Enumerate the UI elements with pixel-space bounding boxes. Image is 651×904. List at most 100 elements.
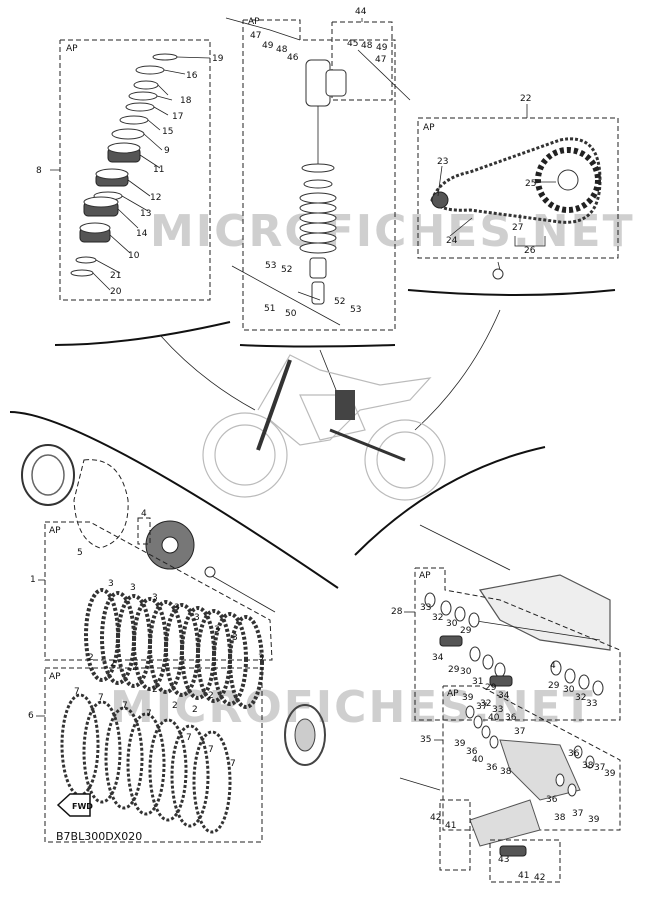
callout-52: 52 [281, 265, 292, 275]
callout-36b: 36 [466, 747, 478, 757]
callout-3c: 3 [152, 593, 158, 603]
callout-2b: 2 [110, 659, 116, 669]
callout-7c: 7 [122, 701, 128, 711]
callout-25: 25 [525, 179, 536, 189]
rod-bolt-box [439, 799, 471, 871]
callout-3d: 3 [174, 603, 180, 613]
callout-39a: 39 [462, 693, 474, 703]
divider-top-left [54, 321, 231, 346]
callout-47b: 47 [375, 55, 386, 65]
divider-left [9, 411, 339, 589]
callout-39d: 39 [588, 815, 600, 825]
callout-34a: 34 [432, 653, 444, 663]
callout-9: 9 [164, 146, 170, 156]
callout-12: 12 [150, 193, 161, 203]
callout-28: 28 [391, 607, 403, 617]
drive-chain-box [417, 117, 619, 259]
callout-31: 31 [472, 677, 483, 687]
callout-35: 35 [420, 735, 431, 745]
linkage-bearings [465, 705, 595, 797]
callout-37b: 37 [514, 727, 525, 737]
callout-2e: 2 [172, 701, 178, 711]
callout-48: 48 [276, 45, 288, 55]
callout-53b: 53 [350, 305, 361, 315]
callout-2d: 2 [152, 685, 158, 695]
motorcycle-illustration [202, 354, 446, 501]
plate-kit-box [44, 667, 263, 843]
callout-36c: 36 [486, 763, 498, 773]
callout-30c: 30 [563, 685, 575, 695]
callout-6: 6 [28, 711, 34, 721]
callout-40a: 40 [488, 713, 500, 723]
callout-38c: 38 [554, 813, 566, 823]
callout-38a: 38 [500, 767, 512, 777]
callout-32b: 32 [480, 699, 491, 709]
shock-spring [299, 192, 337, 254]
swingarm [478, 574, 611, 651]
shock-absorber [299, 59, 347, 305]
callout-32c: 32 [575, 693, 586, 703]
callout-33c: 33 [586, 699, 597, 709]
callout-43: 43 [498, 855, 509, 865]
callout-3b: 3 [130, 583, 136, 593]
callout-46: 46 [287, 53, 299, 63]
callout-3f: 3 [214, 625, 220, 635]
rear-shock-group: AP 44 47 49 48 46 45 48 [225, 7, 411, 331]
callout-7a: 7 [74, 687, 80, 697]
callout-51: 51 [264, 304, 275, 314]
clutch-boss [284, 704, 326, 766]
fork-seal-stack [70, 53, 178, 277]
callout-40b: 40 [472, 755, 484, 765]
callout-32a: 32 [432, 613, 443, 623]
callout-5: 5 [77, 548, 83, 558]
callout-7d: 7 [146, 709, 152, 719]
friction-plates [84, 588, 264, 709]
callout-29a: 29 [460, 626, 472, 636]
callout-37a: 37 [476, 702, 487, 712]
callout-13: 13 [140, 209, 151, 219]
callout-14: 14 [136, 229, 148, 239]
divider-right [354, 446, 546, 556]
front-fork-highlight [256, 359, 292, 451]
divider-top-right [407, 289, 616, 296]
callout-49b: 49 [376, 43, 388, 53]
callout-53: 53 [265, 261, 276, 271]
callout-52b: 52 [334, 297, 345, 307]
callout-27: 27 [512, 223, 523, 233]
callout-42a: 42 [430, 813, 441, 823]
linkage-kit-box [442, 685, 621, 831]
drive-chain [430, 137, 602, 224]
callout-41a: 41 [445, 821, 456, 831]
callout-2f: 2 [192, 705, 198, 715]
swingarm-bearings [424, 592, 604, 696]
swingarm-group: AP 28 33 32 30 29 34 29 30 31 29 34 32 3… [391, 524, 621, 883]
clutch-group: 5 4 AP 1 3 3 3 3 3 3 3 3 [21, 444, 326, 843]
callout-10: 10 [128, 251, 140, 261]
divider-top-mid [239, 344, 396, 348]
watermark-bottom: MICROFICHES.NET [110, 682, 595, 733]
friction-kit-box [44, 521, 273, 661]
callout-23: 23 [437, 157, 448, 167]
callout-50: 50 [285, 309, 297, 319]
callout-3g: 3 [232, 633, 238, 643]
callout-1: 1 [30, 575, 36, 585]
ap-label-chain: AP [423, 123, 435, 133]
callout-24: 24 [446, 236, 458, 246]
callout-3a: 3 [108, 579, 114, 589]
callout-7f: 7 [208, 745, 214, 755]
front-fork-group: AP 19 16 18 17 15 9 1 [36, 39, 224, 301]
callout-19: 19 [212, 54, 224, 64]
swingarm-kit-box [414, 567, 621, 721]
callout-36a: 36 [505, 713, 517, 723]
callout-36e: 36 [546, 795, 558, 805]
callout-45: 45 [347, 39, 358, 49]
callout-41b: 41 [518, 871, 529, 881]
callout-17: 17 [172, 112, 183, 122]
callout-21: 21 [110, 271, 121, 281]
diagram-code: B7BL300DX020 [56, 830, 142, 843]
clutch-cover [21, 444, 75, 506]
callout-7e: 7 [186, 733, 192, 743]
connecting-rod [469, 799, 541, 847]
callout-20: 20 [110, 287, 122, 297]
